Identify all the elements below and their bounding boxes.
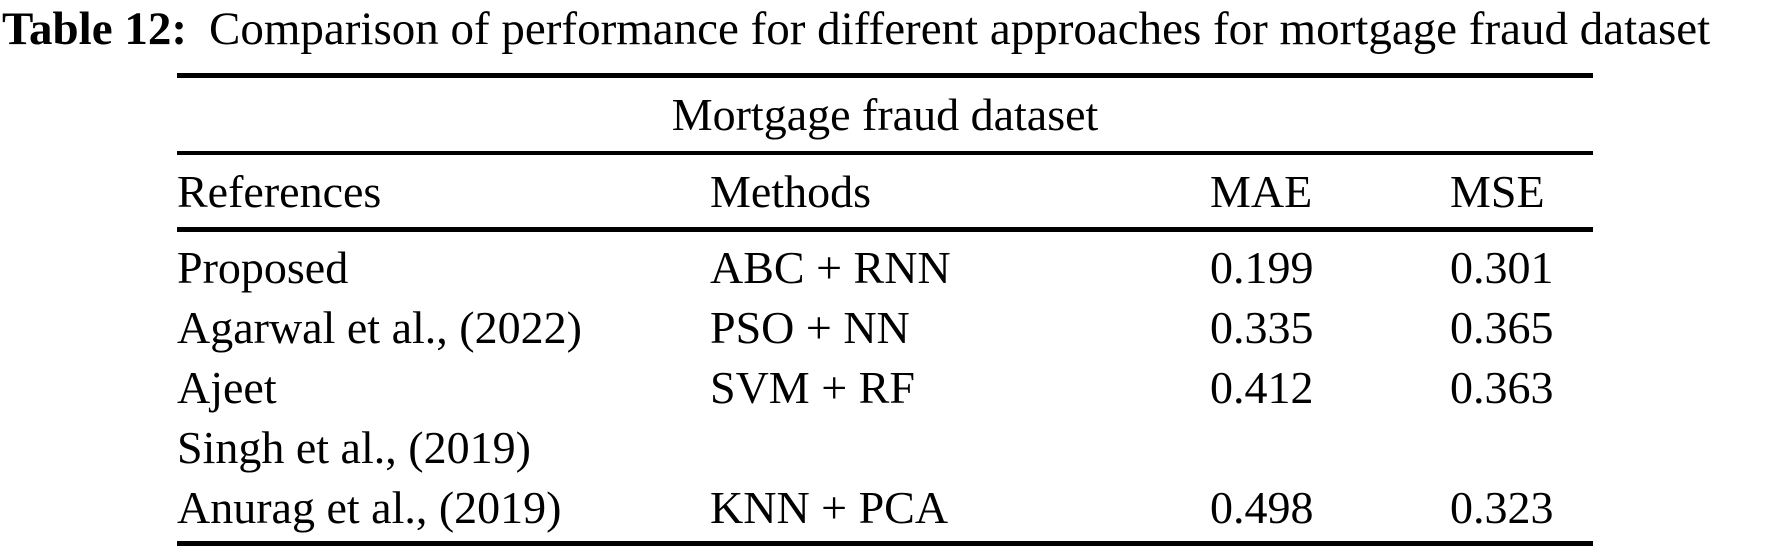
table-caption-text: Comparison of performance for different … [209,3,1711,55]
cell-mae: 0.199 [1210,242,1314,293]
column-header-mse: MSE [1450,165,1545,217]
cell-reference: Proposed [177,242,349,293]
cell-reference: Anurag et al., (2019) [177,482,562,533]
table-rule-top [177,73,1593,78]
cell-reference-line-1: Ajeet [177,362,277,413]
table-row: Agarwal et al., (2022) PSO + NN 0.335 0.… [177,298,1593,358]
cell-method: SVM + RF [710,362,915,413]
cell-mae: 0.498 [1210,482,1314,533]
table-rule-bottom [177,541,1593,546]
table-row: Anurag et al., (2019) KNN + PCA 0.498 0.… [177,478,1593,538]
table-caption-number: Table 12: [2,3,187,55]
cell-reference: Ajeet Singh et al., (2019) [177,358,710,478]
table-header-row: References Methods MAE MSE [177,155,1593,227]
cell-method: KNN + PCA [710,482,949,533]
cell-mse: 0.363 [1450,362,1554,413]
cell-mse: 0.323 [1450,482,1554,533]
cell-mse: 0.365 [1450,302,1554,353]
column-header-mae: MAE [1210,165,1313,217]
table-rule-under-header [177,227,1593,232]
cell-method: ABC + RNN [710,242,951,293]
table-body: Proposed ABC + RNN 0.199 0.301 Agarwal e… [177,232,1593,541]
cell-reference: Agarwal et al., (2022) [177,302,582,353]
cell-mae: 0.335 [1210,302,1314,353]
table-row: Ajeet Singh et al., (2019) SVM + RF 0.41… [177,358,1593,478]
cell-method: PSO + NN [710,302,910,353]
table-caption: Table 12: Comparison of performance for d… [2,0,1771,58]
cell-reference-line-2: Singh et al., (2019) [177,422,531,473]
table-row: Proposed ABC + RNN 0.199 0.301 [177,238,1593,298]
cell-mse: 0.301 [1450,242,1554,293]
table-span-header: Mortgage fraud dataset [671,89,1099,140]
column-header-methods: Methods [710,165,871,217]
results-table: Mortgage fraud dataset References Method… [177,73,1593,546]
table-rule-under-span-header [177,151,1593,155]
cell-mae: 0.412 [1210,362,1314,413]
column-header-references: References [177,165,382,217]
